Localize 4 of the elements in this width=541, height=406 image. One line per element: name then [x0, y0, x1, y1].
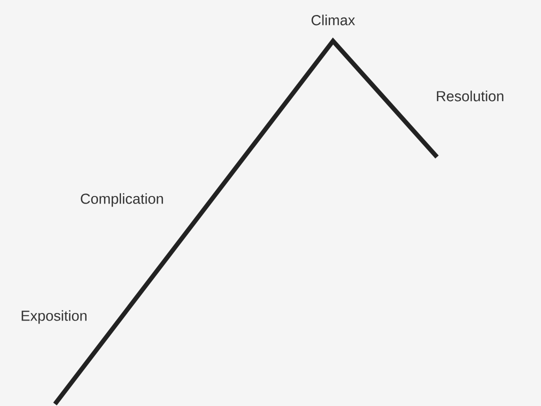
- stage-label: Exposition: [22, 310, 86, 324]
- stage-label: Complication: [80, 193, 163, 207]
- stage-label: Climax: [312, 14, 355, 26]
- stage-label: Resolution: [436, 90, 504, 102]
